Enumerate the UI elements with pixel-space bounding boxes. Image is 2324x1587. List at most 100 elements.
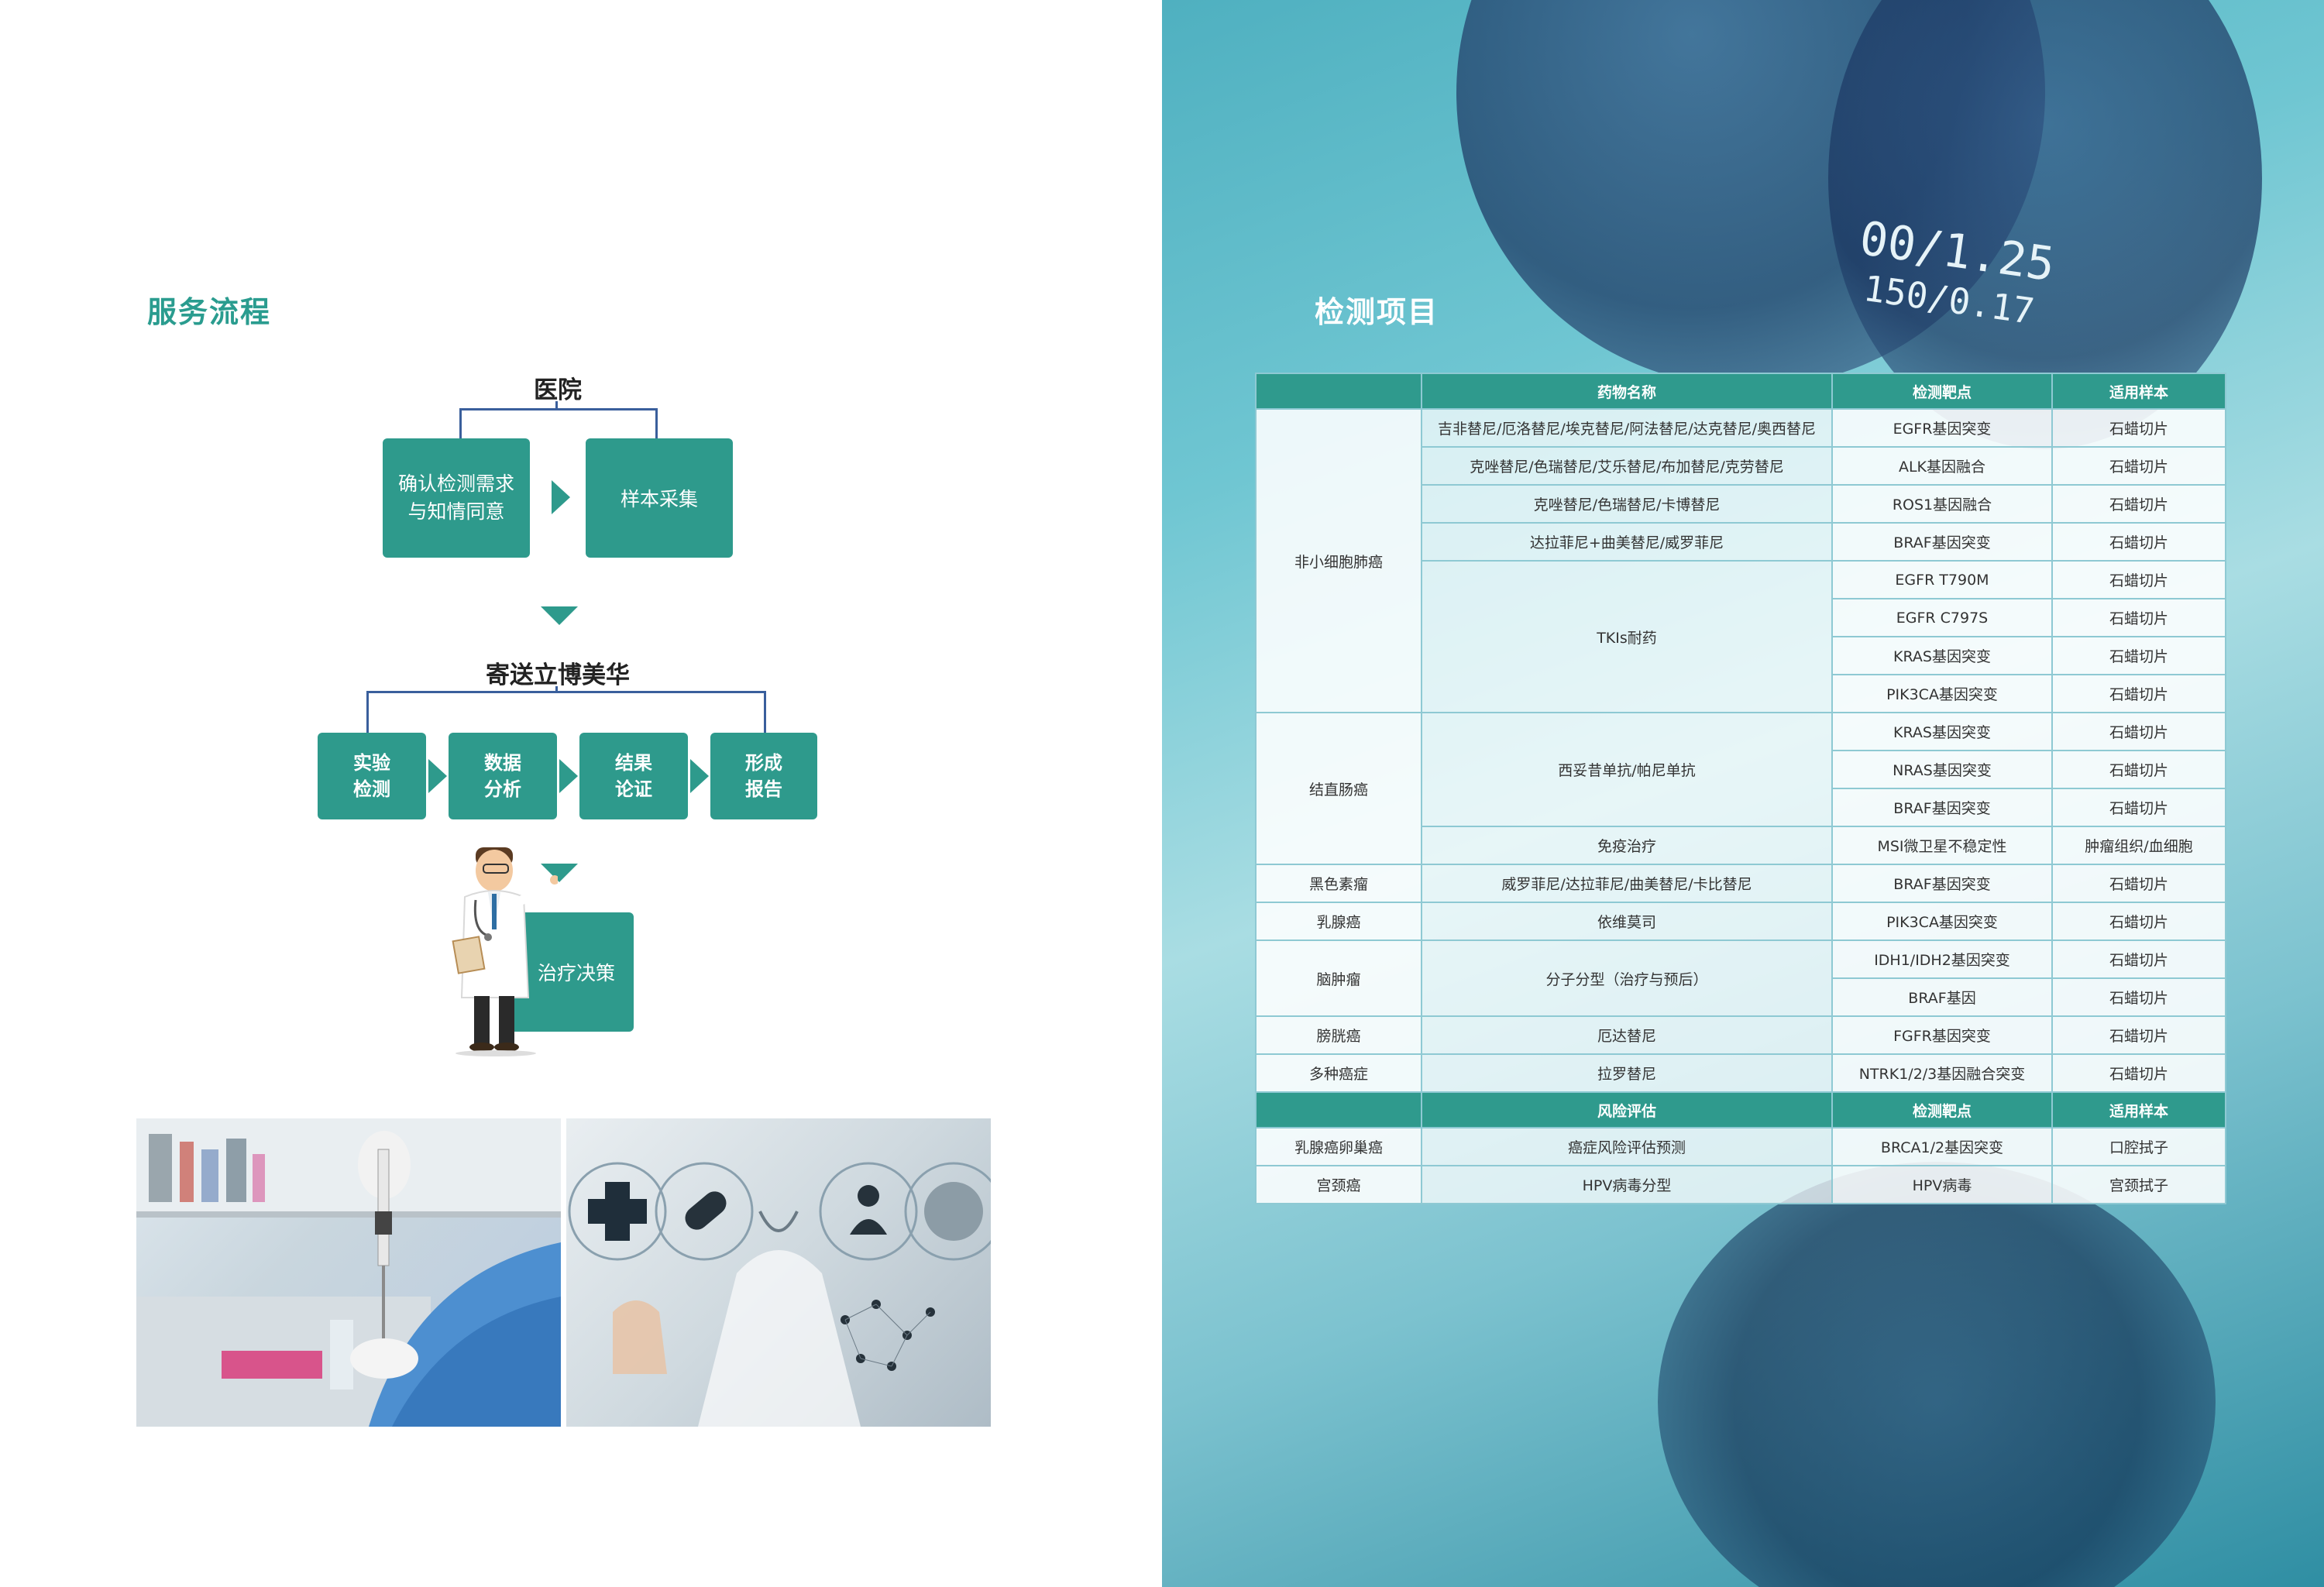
- lab-step-3-l2: 论证: [615, 778, 652, 800]
- header-risk: 风险评估: [1421, 1091, 1833, 1128]
- header-sample: 适用样本: [2051, 373, 2226, 410]
- table-row: TKIs耐药 EGFR T790M 石蜡切片: [1256, 560, 2226, 713]
- hospital-label: 医院: [534, 376, 582, 404]
- drug-cell: 依维莫司: [1421, 902, 1833, 941]
- drug-cell: 西妥昔单抗/帕尼单抗: [1421, 712, 1833, 827]
- table-row: 乳腺癌卵巢癌 癌症风险评估预测 BRCA1/2基因突变 口腔拭子: [1255, 1127, 2226, 1166]
- cancer-cell: 乳腺癌卵巢癌: [1255, 1127, 1422, 1166]
- test-items-table: 药物名称 检测靶点 适用样本 非小细胞肺癌 吉非替尼/厄洛替尼/埃克替尼/阿法替…: [1255, 373, 2226, 1204]
- sample-cell: 石蜡切片: [2051, 750, 2226, 789]
- drug-cell: 克唑替尼/色瑞替尼/艾乐替尼/布加替尼/克劳替尼: [1421, 446, 1833, 486]
- table-row: 脑肿瘤 分子分型（治疗与预后） IDH1/IDH2基因突变 石蜡切片: [1255, 939, 2226, 1017]
- step-data-analysis: 数据分析: [449, 733, 557, 819]
- drug-cell: 克唑替尼/色瑞替尼/卡博替尼: [1421, 484, 1833, 524]
- lab-step-3-l1: 结果: [615, 752, 652, 774]
- lab-step-4-l2: 报告: [745, 778, 782, 800]
- target-cell: HPV病毒: [1831, 1165, 2053, 1204]
- cancer-cell: 脑肿瘤: [1255, 939, 1422, 1017]
- cancer-cell: 多种癌症: [1255, 1053, 1422, 1093]
- cancer-cell: 结直肠癌: [1255, 712, 1422, 865]
- drug-cell: 拉罗替尼: [1421, 1053, 1833, 1093]
- drug-cell: 厄达替尼: [1421, 1015, 1833, 1055]
- sample-cell: 石蜡切片: [2051, 598, 2226, 637]
- arrow-right-icon: [559, 759, 578, 793]
- hospital-bracket: [459, 408, 658, 440]
- target-cell: BRAF基因突变: [1831, 522, 2053, 562]
- header-target: 检测靶点: [1831, 1091, 2053, 1128]
- sample-cell: 石蜡切片: [2051, 674, 2226, 713]
- sample-cell: 石蜡切片: [2051, 484, 2226, 524]
- sample-cell: 石蜡切片: [2051, 560, 2226, 599]
- drug-cell: 吉非替尼/厄洛替尼/埃克替尼/阿法替尼/达克替尼/奥西替尼: [1421, 408, 1833, 448]
- target-cell: ROS1基因融合: [1831, 484, 2053, 524]
- drug-cell: 免疫治疗: [1421, 826, 1833, 865]
- section-title-service-flow: 服务流程: [147, 295, 272, 329]
- target-cell: NTRK1/2/3基因融合突变: [1831, 1053, 2053, 1093]
- target-cell: PIK3CA基因突变: [1831, 674, 2053, 713]
- lab-step-2-l1: 数据: [484, 752, 521, 774]
- table-row: BRAF基因 石蜡切片: [1256, 977, 2226, 1017]
- drug-cell: TKIs耐药: [1421, 560, 1833, 713]
- sample-cell: 石蜡切片: [2051, 788, 2226, 827]
- cancer-cell: 膀胱癌: [1255, 1015, 1422, 1055]
- table-row: KRAS基因突变 石蜡切片: [1256, 636, 2226, 675]
- sample-cell: 肿瘤组织/血细胞: [2051, 826, 2226, 865]
- doctor-icon: [819, 1162, 918, 1261]
- arrow-right-icon: [690, 759, 709, 793]
- sample-cell: 宫颈拭子: [2051, 1165, 2226, 1204]
- globe-icon: [904, 1162, 991, 1261]
- table-row: 达拉菲尼+曲美替尼/威罗菲尼 BRAF基因突变 石蜡切片: [1256, 522, 2226, 562]
- sample-cell: 石蜡切片: [2051, 939, 2226, 979]
- lab-photo: [136, 1118, 561, 1427]
- sample-cell: 石蜡切片: [2051, 408, 2226, 448]
- doctor-illustration: [452, 847, 558, 1056]
- step-confirm-line1: 确认检测需求: [397, 472, 514, 495]
- step-confirm-line2: 与知情同意: [407, 500, 505, 523]
- target-cell: MSI微卫星不稳定性: [1831, 826, 2053, 865]
- target-cell: ALK基因融合: [1831, 446, 2053, 486]
- sample-cell: 石蜡切片: [2051, 636, 2226, 675]
- drug-cell: 分子分型（治疗与预后）: [1421, 939, 1833, 1017]
- hospital-stem: [555, 401, 558, 409]
- sample-cell: 石蜡切片: [2051, 977, 2226, 1017]
- sample-cell: 石蜡切片: [2051, 522, 2226, 562]
- digital-health-photo: [566, 1118, 991, 1427]
- cancer-cell: 黑色素瘤: [1255, 864, 1422, 903]
- target-cell: EGFR C797S: [1831, 598, 2053, 637]
- table-row: 多种癌症 拉罗替尼 NTRK1/2/3基因融合突变 石蜡切片: [1255, 1053, 2226, 1093]
- table-row: 乳腺癌 依维莫司 PIK3CA基因突变 石蜡切片: [1255, 902, 2226, 941]
- sample-cell: 石蜡切片: [2051, 902, 2226, 941]
- shipping-bracket: [366, 691, 766, 733]
- cancer-cell: 宫颈癌: [1255, 1165, 1422, 1204]
- table-row: 非小细胞肺癌 吉非替尼/厄洛替尼/埃克替尼/阿法替尼/达克替尼/奥西替尼 EGF…: [1255, 408, 2226, 713]
- target-cell: NRAS基因突变: [1831, 750, 2053, 789]
- section-title-test-items: 检测项目: [1315, 295, 1439, 329]
- table-row: NRAS基因突变 石蜡切片: [1256, 750, 2226, 789]
- arrow-down-icon: [541, 606, 578, 625]
- lab-step-2-l2: 分析: [484, 778, 521, 800]
- target-cell: EGFR T790M: [1831, 560, 2053, 599]
- table-row: 结直肠癌 西妥昔单抗/帕尼单抗 KRAS基因突变 石蜡切片: [1255, 712, 2226, 865]
- sample-cell: 石蜡切片: [2051, 712, 2226, 751]
- arrow-right-icon: [552, 480, 570, 514]
- target-cell: FGFR基因突变: [1831, 1015, 2053, 1055]
- table-row: 克唑替尼/色瑞替尼/艾乐替尼/布加替尼/克劳替尼 ALK基因融合 石蜡切片: [1256, 446, 2226, 486]
- step-report: 形成报告: [710, 733, 817, 819]
- pill-icon: [655, 1162, 754, 1261]
- arrow-right-icon: [428, 759, 447, 793]
- sample-cell: 石蜡切片: [2051, 864, 2226, 903]
- step-sample-label: 样本采集: [620, 488, 698, 510]
- cancer-cell: 乳腺癌: [1255, 902, 1422, 941]
- target-cell: BRAF基因: [1831, 977, 2053, 1017]
- table-row: 免疫治疗 MSI微卫星不稳定性 肿瘤组织/血细胞: [1256, 826, 2226, 865]
- step-lab-test: 实验检测: [318, 733, 426, 819]
- table-row: 宫颈癌 HPV病毒分型 HPV病毒 宫颈拭子: [1255, 1165, 2226, 1204]
- table-header-row: 药物名称 检测靶点 适用样本: [1255, 373, 2226, 410]
- target-cell: IDH1/IDH2基因突变: [1831, 939, 2053, 979]
- lab-step-4-l1: 形成: [745, 752, 782, 774]
- table-row: EGFR C797S 石蜡切片: [1256, 598, 2226, 637]
- header-drug: 药物名称: [1421, 373, 1833, 410]
- medical-cross-icon: [568, 1162, 667, 1261]
- lab-step-1-l2: 检测: [353, 778, 390, 800]
- lab-step-1-l1: 实验: [353, 752, 390, 774]
